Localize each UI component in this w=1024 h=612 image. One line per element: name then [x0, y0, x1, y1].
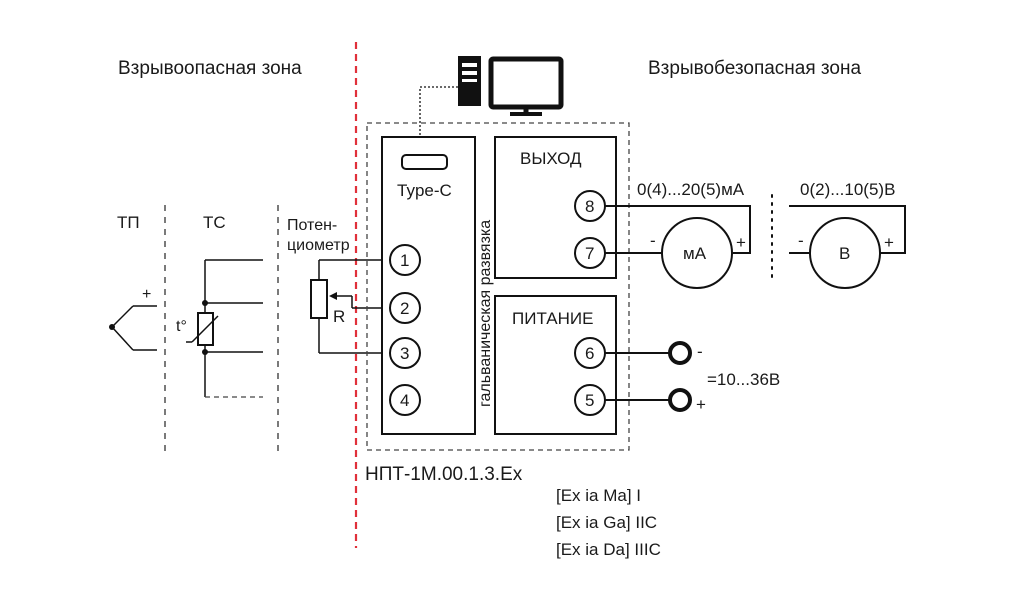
voltmeter-minus: -	[798, 231, 804, 250]
output-title: ВЫХОД	[520, 149, 582, 168]
usb-c-connector-icon	[401, 154, 448, 170]
power-voltage-label: =10...36В	[707, 370, 780, 389]
pin-1-label: 1	[400, 251, 409, 270]
voltage-range-label: 0(2)...10(5)В	[800, 180, 895, 199]
pin-7: 7	[574, 237, 606, 269]
pin-6: 6	[574, 337, 606, 369]
desktop-computer-icon	[458, 56, 564, 116]
pin-4-label: 4	[400, 391, 409, 410]
potentiometer-symbol	[310, 259, 385, 354]
usb-c-label: Type-C	[397, 181, 452, 200]
pin-8-label: 8	[585, 197, 594, 216]
ammeter-minus: -	[650, 231, 656, 250]
current-range-label: 0(4)...20(5)мА	[637, 180, 745, 199]
power-minus-terminal	[605, 341, 692, 365]
ex-marking-3: [Ex ia Da] IIIC	[556, 540, 661, 559]
safe-zone-label: Взрывобезопасная зона	[648, 58, 861, 79]
pin-3-label: 3	[400, 344, 409, 363]
tp-label: ТП	[117, 213, 140, 232]
pot-label-2: циометр	[287, 237, 350, 254]
power-plus-terminal	[605, 388, 692, 412]
module-outline	[366, 122, 630, 451]
thermocouple-symbol	[109, 305, 157, 351]
pin-2: 2	[389, 292, 421, 324]
ammeter-wiring	[605, 205, 751, 289]
pin-2-label: 2	[400, 299, 409, 318]
model-label: НПТ-1М.00.1.3.Ex	[365, 464, 523, 485]
pin-3: 3	[389, 337, 421, 369]
hazardous-zone-label: Взрывоопасная зона	[118, 58, 302, 79]
pot-label-1: Потен-	[287, 217, 337, 234]
galvanic-isolation-label: гальваническая развязка	[477, 220, 494, 407]
voltmeter-plus: +	[884, 233, 894, 252]
voltmeter-label: В	[839, 244, 850, 263]
usb-link-line	[419, 86, 466, 136]
pin-5-label: 5	[585, 391, 594, 410]
rtd-symbol	[186, 259, 263, 398]
power-title: ПИТАНИЕ	[512, 309, 593, 328]
pin-1: 1	[389, 244, 421, 276]
ammeter-plus: +	[736, 233, 746, 252]
ex-marking-2: [Ex ia Ga] IIC	[556, 513, 657, 532]
pin-7-label: 7	[585, 244, 594, 263]
input-block	[381, 136, 476, 435]
rtd-temp-label: t°	[176, 318, 187, 335]
tc-label: ТС	[203, 213, 226, 232]
pin-5: 5	[574, 384, 606, 416]
power-minus-label: -	[697, 342, 703, 361]
pin-6-label: 6	[585, 344, 594, 363]
voltmeter-wiring	[789, 205, 906, 289]
pin-4: 4	[389, 384, 421, 416]
pin-8: 8	[574, 190, 606, 222]
ex-marking-1: [Ex ia Ma] I	[556, 486, 641, 505]
power-plus-label: +	[696, 395, 706, 414]
ammeter-label: мА	[683, 244, 707, 263]
tp-plus-label: +	[142, 286, 151, 303]
resistor-label: R	[333, 307, 345, 326]
